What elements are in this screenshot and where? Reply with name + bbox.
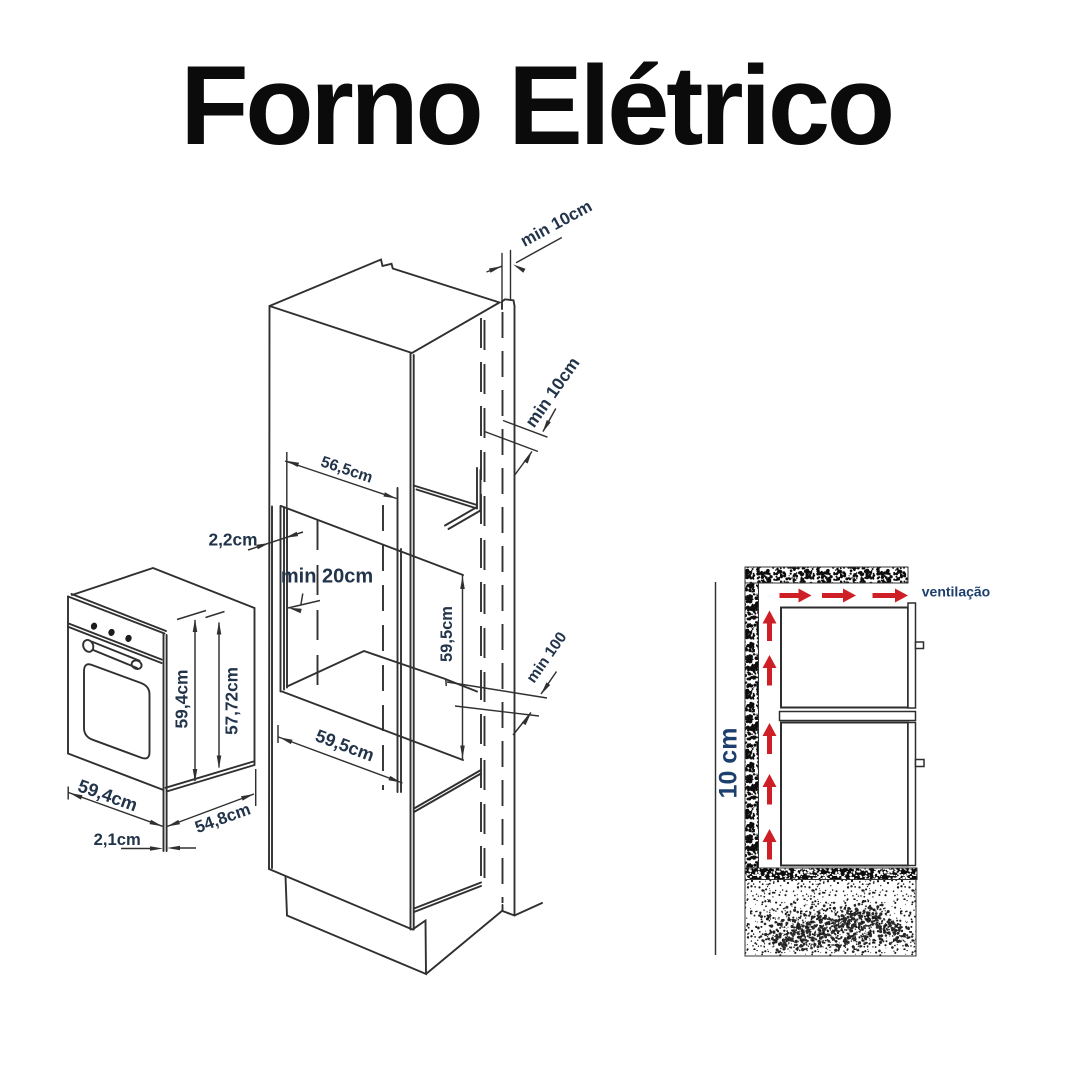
svg-text:Forno Elétrico: Forno Elétrico: [180, 43, 892, 168]
svg-text:10 cm: 10 cm: [715, 728, 743, 799]
svg-text:ventilação: ventilação: [922, 584, 990, 600]
svg-text:57,72cm: 57,72cm: [222, 667, 242, 735]
svg-text:59,4cm: 59,4cm: [171, 670, 191, 729]
svg-text:2,2cm: 2,2cm: [208, 530, 257, 550]
svg-text:59,5cm: 59,5cm: [438, 606, 456, 662]
svg-text:2,1cm: 2,1cm: [94, 830, 141, 849]
svg-text:min 20cm: min 20cm: [281, 566, 373, 588]
